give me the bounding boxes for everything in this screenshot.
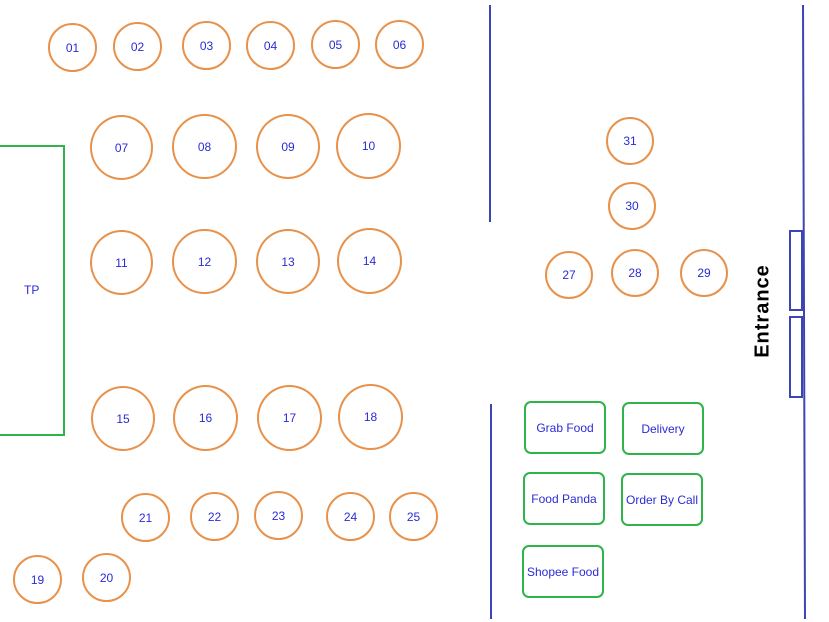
table-22[interactable]: 22 [190, 492, 239, 541]
tp-label: TP [24, 283, 40, 297]
entrance-label: Entrance [751, 264, 774, 358]
delivery-box[interactable]: Delivery [622, 402, 704, 455]
table-28[interactable]: 28 [611, 249, 659, 297]
grab-food-box[interactable]: Grab Food [524, 401, 606, 454]
entrance-wall [802, 4, 806, 620]
table-23[interactable]: 23 [254, 491, 303, 540]
shopee-food-box[interactable]: Shopee Food [522, 545, 604, 598]
table-27[interactable]: 27 [545, 251, 593, 299]
table-14[interactable]: 14 [337, 228, 402, 294]
tp-counter-outline [0, 145, 65, 436]
table-11[interactable]: 11 [90, 230, 153, 295]
table-31[interactable]: 31 [606, 117, 654, 165]
table-04[interactable]: 04 [246, 21, 295, 70]
table-09[interactable]: 09 [256, 114, 320, 179]
table-08[interactable]: 08 [172, 114, 237, 179]
table-05[interactable]: 05 [311, 20, 360, 69]
food-panda-box[interactable]: Food Panda [523, 472, 605, 525]
table-30[interactable]: 30 [608, 182, 656, 230]
table-15[interactable]: 15 [91, 386, 155, 451]
table-29[interactable]: 29 [680, 249, 728, 297]
table-20[interactable]: 20 [82, 553, 131, 602]
table-10[interactable]: 10 [336, 113, 401, 179]
table-17[interactable]: 17 [257, 385, 322, 451]
table-12[interactable]: 12 [172, 229, 237, 294]
table-25[interactable]: 25 [389, 492, 438, 541]
table-24[interactable]: 24 [326, 492, 375, 541]
table-03[interactable]: 03 [182, 21, 231, 70]
table-21[interactable]: 21 [121, 493, 170, 542]
table-13[interactable]: 13 [256, 229, 320, 294]
entrance-door-lower[interactable] [789, 316, 803, 398]
table-07[interactable]: 07 [90, 115, 153, 180]
order-by-call-box[interactable]: Order By Call [621, 473, 703, 526]
table-02[interactable]: 02 [113, 22, 162, 71]
table-19[interactable]: 19 [13, 555, 62, 604]
table-18[interactable]: 18 [338, 384, 403, 450]
table-01[interactable]: 01 [48, 23, 97, 72]
table-06[interactable]: 06 [375, 20, 424, 69]
entrance-door-upper[interactable] [789, 230, 803, 311]
table-16[interactable]: 16 [173, 385, 238, 451]
